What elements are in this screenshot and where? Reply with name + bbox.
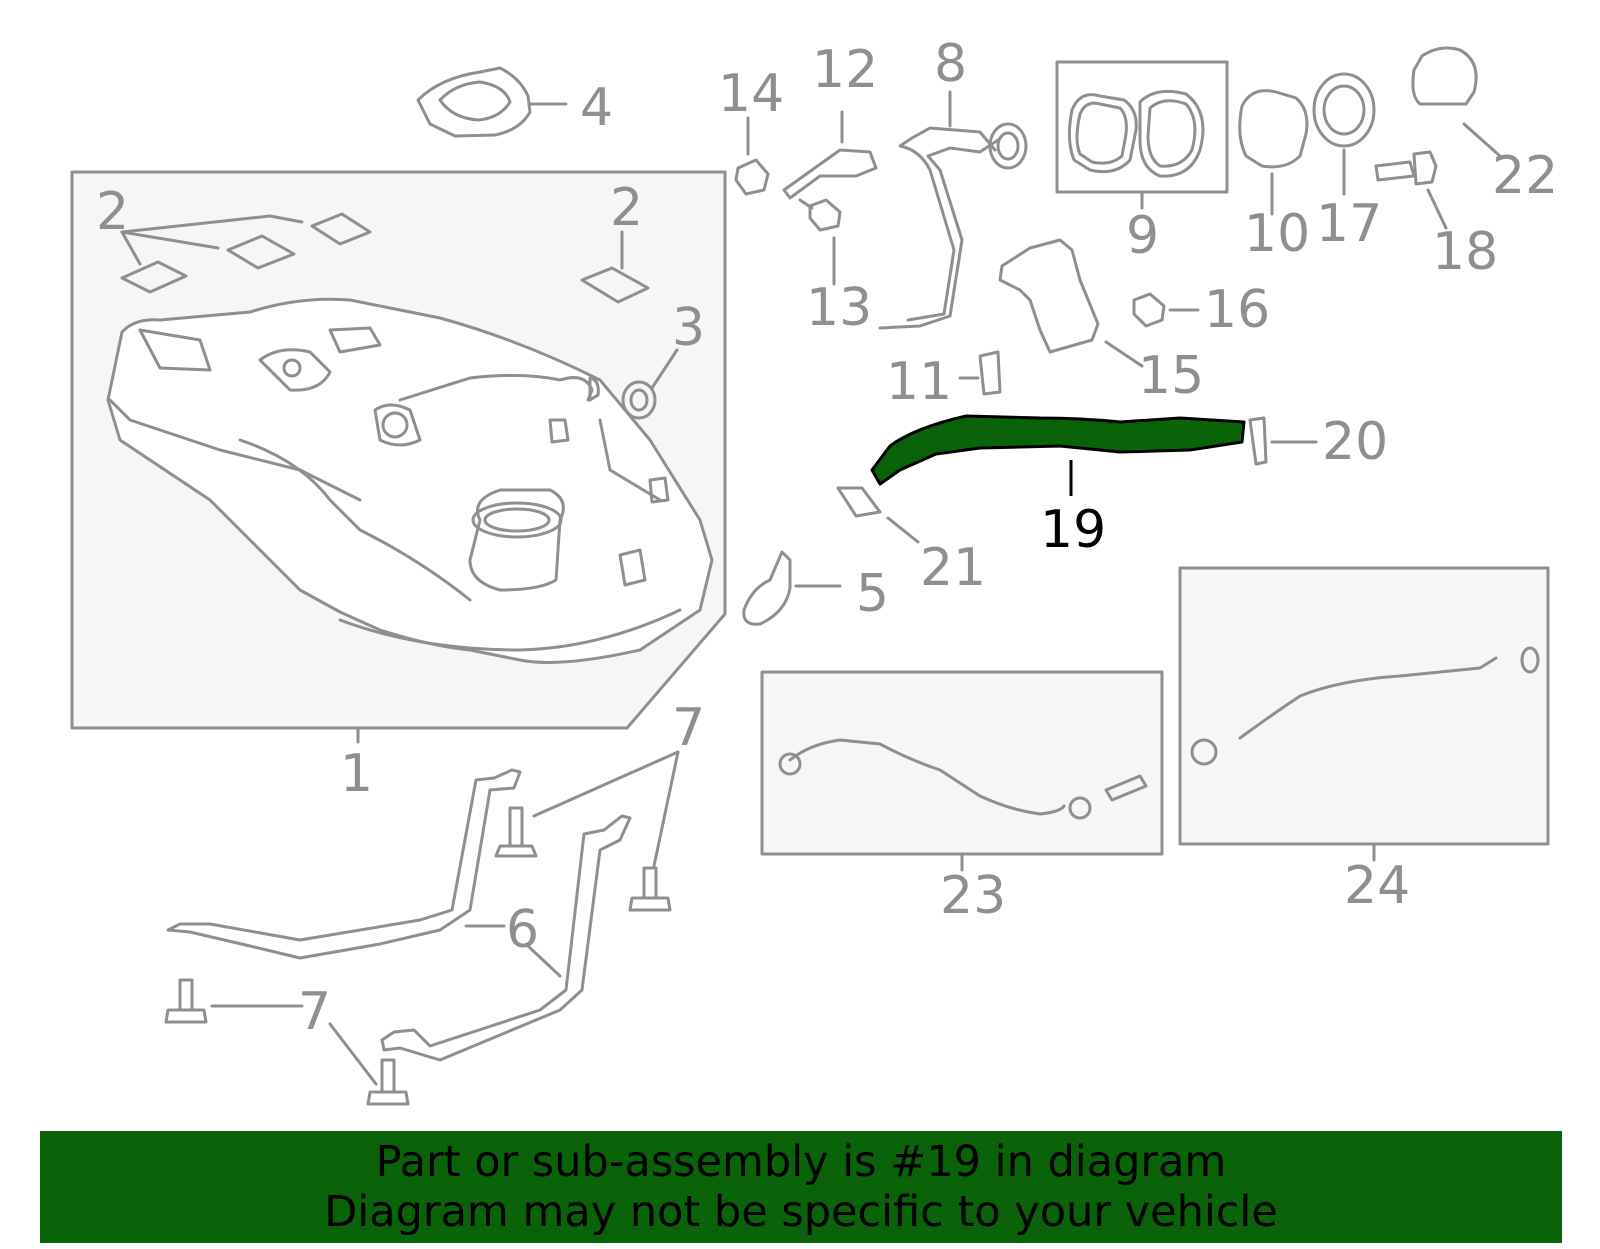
callout-24: 24 (1344, 856, 1411, 916)
callout-11: 11 (886, 352, 953, 412)
nut-16 (1132, 292, 1166, 328)
filler-pipe-8 (878, 126, 1000, 330)
strap-6 (166, 768, 632, 1062)
cap-22 (1411, 46, 1478, 106)
callout-18: 18 (1432, 222, 1499, 282)
callout-16: 16 (1204, 280, 1271, 340)
info-banner: Part or sub-assembly is #19 in diagram D… (40, 1131, 1562, 1243)
clip-11 (978, 350, 1002, 396)
callout-23: 23 (940, 866, 1007, 926)
callout-14: 14 (718, 64, 785, 124)
fuel-hose-19 (870, 414, 1246, 486)
callout-15: 15 (1138, 346, 1205, 406)
callout-19: 19 (1040, 500, 1107, 560)
clip-21 (836, 486, 882, 518)
bracket-15 (998, 238, 1100, 354)
callout-22: 22 (1492, 146, 1559, 206)
bracket-5 (742, 550, 792, 626)
callout-6: 6 (506, 900, 540, 960)
pin-20 (1248, 416, 1268, 466)
callout-7b: 7 (298, 982, 332, 1042)
callout-9: 9 (1126, 206, 1160, 266)
callout-3: 3 (672, 298, 706, 358)
bolt-13 (808, 198, 842, 232)
callout-4: 4 (580, 78, 614, 138)
protector-4 (416, 66, 532, 138)
hose-box-23 (760, 670, 1164, 856)
callout-21: 21 (920, 538, 987, 598)
callout-12: 12 (812, 40, 879, 100)
callout-2a: 2 (96, 182, 130, 242)
ring-17 (1312, 72, 1376, 148)
callout-5: 5 (856, 564, 890, 624)
callout-8: 8 (934, 34, 968, 94)
hose-box-24 (1178, 566, 1550, 846)
gasket-10 (1238, 89, 1309, 169)
callout-7a: 7 (672, 698, 706, 758)
banner-line-2: Diagram may not be specific to your vehi… (324, 1187, 1278, 1237)
callout-10: 10 (1244, 204, 1311, 264)
callout-2b: 2 (610, 178, 644, 238)
callout-20: 20 (1322, 412, 1389, 472)
callout-17: 17 (1316, 194, 1383, 254)
fuel-tank (106, 297, 714, 664)
callout-13: 13 (806, 278, 873, 338)
bolt-18 (1374, 160, 1416, 182)
callout-1: 1 (340, 744, 374, 804)
bracket-12 (782, 148, 878, 200)
pad-2 (120, 212, 650, 304)
bolt-7 (164, 806, 672, 1106)
nut-14 (734, 158, 770, 196)
grommet-3 (621, 380, 657, 420)
banner-line-1: Part or sub-assembly is #19 in diagram (375, 1137, 1227, 1187)
